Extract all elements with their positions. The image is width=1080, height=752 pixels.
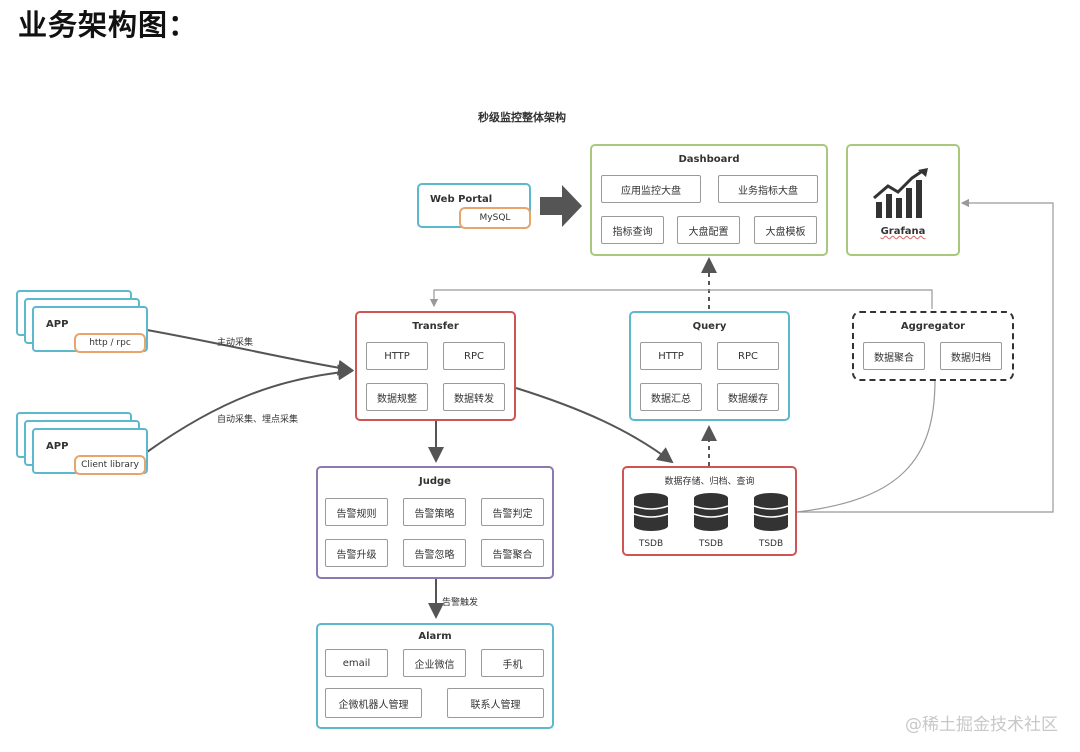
judge-node: Judge 告警规则 告警策略 告警判定 告警升级 告警忽略 告警聚合 <box>316 466 554 579</box>
page-title: 业务架构图： <box>18 8 199 42</box>
web-portal-title: Web Portal <box>430 194 493 205</box>
judge-item: 告警升级 <box>325 539 388 567</box>
dashboard-node: Dashboard 应用监控大盘 业务指标大盘 指标查询 大盘配置 大盘模板 <box>590 144 828 256</box>
database-icon <box>633 493 669 531</box>
alarm-item: email <box>325 649 388 677</box>
transfer-title: Transfer <box>412 321 459 332</box>
query-item: 数据汇总 <box>640 383 702 411</box>
tsdb-label: TSDB <box>638 539 664 549</box>
dashboard-item: 业务指标大盘 <box>718 175 818 203</box>
query-node: Query HTTP RPC 数据汇总 数据缓存 <box>629 311 790 421</box>
alarm-item: 联系人管理 <box>447 688 544 718</box>
app-1-label: APP <box>46 319 69 330</box>
query-item: HTTP <box>640 342 702 370</box>
storage-title: 数据存储、归档、查询 <box>664 477 755 487</box>
judge-item: 告警聚合 <box>481 539 544 567</box>
alarm-item: 企微机器人管理 <box>325 688 422 718</box>
transfer-to-storage-edge <box>515 387 674 464</box>
judge-title: Judge <box>419 476 451 487</box>
dashboard-title: Dashboard <box>678 154 740 165</box>
http-rpc-client: http / rpc <box>74 333 146 353</box>
grafana-label: Grafana <box>880 226 926 237</box>
alarm-item: 手机 <box>481 649 544 677</box>
aggregator-to-transfer-edge <box>429 289 933 309</box>
judge-item: 告警判定 <box>481 498 544 526</box>
alarm-node: Alarm email 企业微信 手机 企微机器人管理 联系人管理 <box>316 623 554 729</box>
judge-item: 告警策略 <box>403 498 466 526</box>
query-item: 数据缓存 <box>717 383 779 411</box>
transfer-node: Transfer HTTP RPC 数据规整 数据转发 <box>355 311 516 421</box>
storage-to-aggregator-edge <box>796 379 936 513</box>
storage-to-grafana-edge <box>797 198 1054 513</box>
transfer-item: 数据规整 <box>366 383 428 411</box>
auto-collect-label: 自动采集、埋点采集 <box>217 415 299 425</box>
grafana-chart-icon <box>873 168 928 218</box>
tsdb-label: TSDB <box>698 539 724 549</box>
grafana-node: Grafana <box>846 144 960 256</box>
aggregator-node: Aggregator 数据聚合 数据归档 <box>852 311 1014 381</box>
transfer-item: RPC <box>443 342 505 370</box>
database-icon <box>753 493 789 531</box>
app2-to-transfer-edge <box>146 364 354 453</box>
dashboard-item: 大盘模板 <box>754 216 817 244</box>
dashboard-item: 指标查询 <box>601 216 664 244</box>
storage-node: 数据存储、归档、查询 TSDB TSDB TSDB <box>622 466 797 556</box>
judge-item: 告警忽略 <box>403 539 466 567</box>
aggregator-item: 数据聚合 <box>863 342 925 370</box>
app-2-label: APP <box>46 441 69 452</box>
diagram-title: 秒级监控整体架构 <box>478 111 566 124</box>
dashboard-item: 大盘配置 <box>677 216 740 244</box>
alert-trigger-label: 告警触发 <box>442 598 479 608</box>
judge-item: 告警规则 <box>325 498 388 526</box>
active-collect-label: 主动采集 <box>217 338 254 348</box>
alarm-title: Alarm <box>418 631 452 642</box>
portal-to-dashboard-arrow <box>540 185 582 227</box>
app1-to-transfer-edge <box>146 329 354 376</box>
aggregator-item: 数据归档 <box>940 342 1002 370</box>
query-item: RPC <box>717 342 779 370</box>
mysql-node: MySQL <box>459 207 531 229</box>
transfer-item: HTTP <box>366 342 428 370</box>
tsdb-label: TSDB <box>758 539 784 549</box>
alarm-item: 企业微信 <box>403 649 466 677</box>
watermark: @稀土掘金技术社区 <box>905 715 1058 735</box>
client-library: Client library <box>74 455 146 475</box>
query-title: Query <box>692 321 727 332</box>
transfer-item: 数据转发 <box>443 383 505 411</box>
database-icon <box>693 493 729 531</box>
dashboard-item: 应用监控大盘 <box>601 175 701 203</box>
aggregator-title: Aggregator <box>900 321 966 332</box>
